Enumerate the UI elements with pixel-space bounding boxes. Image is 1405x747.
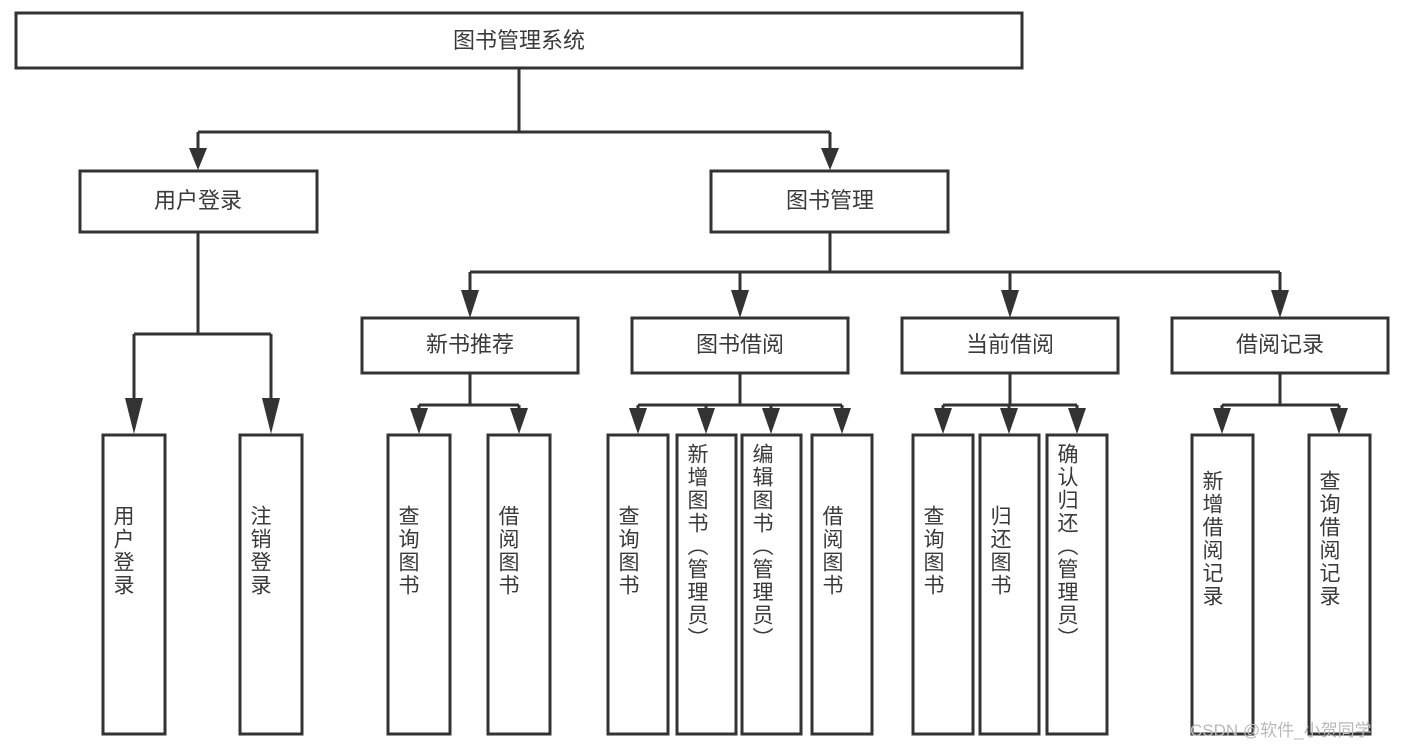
node-leaf-edit-book-box[interactable] xyxy=(740,433,803,736)
arrowhead-book-borrow xyxy=(731,290,749,318)
arrowhead-leaf-confirm-return xyxy=(1068,408,1086,434)
node-root-box[interactable] xyxy=(14,11,1024,70)
node-book-borrow-label: 图书借阅 xyxy=(696,332,784,357)
arrowhead-leaf-user-login xyxy=(125,398,143,434)
arrowhead-leaf-add-book xyxy=(697,408,715,434)
arrowhead-leaf-add-record xyxy=(1213,408,1231,434)
arrowhead-borrow-record xyxy=(1271,290,1289,318)
node-root[interactable]: 图书管理系统 xyxy=(14,11,1024,70)
arrowhead-book-manage xyxy=(821,148,839,170)
node-new-book-rec-box[interactable] xyxy=(360,316,580,375)
node-book-manage-label: 图书管理 xyxy=(786,188,874,213)
connector-group-borrow-record xyxy=(1213,373,1348,434)
connector-group-current-borrow xyxy=(934,373,1086,434)
node-current-borrow-box[interactable] xyxy=(900,316,1120,375)
node-book-manage[interactable]: 图书管理 xyxy=(709,169,950,234)
arrowhead-leaf-query-book-2 xyxy=(629,408,647,434)
node-borrow-record-label: 借阅记录 xyxy=(1236,332,1324,357)
csdn-watermark: CSDN @软件_小贺同学 xyxy=(1190,721,1372,740)
node-leaf-user-login-box[interactable] xyxy=(101,433,167,736)
connector-group-root xyxy=(189,68,839,170)
node-leaf-logout-box[interactable] xyxy=(238,433,304,736)
node-new-book-rec-label: 新书推荐 xyxy=(426,332,514,357)
arrowhead-leaf-query-book-1 xyxy=(410,408,428,434)
arrowhead-leaf-return-book xyxy=(1000,408,1018,434)
node-user-login[interactable]: 用户登录 xyxy=(78,169,319,234)
node-book-borrow[interactable]: 图书借阅 xyxy=(630,316,850,375)
connector-group-book-borrow xyxy=(629,373,851,434)
arrowhead-leaf-query-book-3 xyxy=(934,408,952,434)
connector-group-book-manage xyxy=(461,232,1289,318)
node-leaf-add-book-box[interactable] xyxy=(675,433,738,736)
arrowhead-leaf-borrow-book-2 xyxy=(833,408,851,434)
node-leaf-add-record-box[interactable] xyxy=(1190,433,1255,736)
node-leaf-query-book-3-box[interactable] xyxy=(911,433,975,736)
node-borrow-record[interactable]: 借阅记录 xyxy=(1170,316,1390,375)
arrowhead-new-book-rec xyxy=(461,290,479,318)
node-book-borrow-box[interactable] xyxy=(630,316,850,375)
arrowhead-leaf-logout xyxy=(262,398,280,434)
node-leaf-query-record-box[interactable] xyxy=(1307,433,1372,736)
node-user-login-label: 用户登录 xyxy=(154,188,242,213)
node-leaf-query-book-1-box[interactable] xyxy=(386,433,452,736)
node-leaf-borrow-book-1-box[interactable] xyxy=(486,433,552,736)
arrowhead-user-login xyxy=(189,148,207,170)
node-current-borrow[interactable]: 当前借阅 xyxy=(900,316,1120,375)
node-current-borrow-label: 当前借阅 xyxy=(966,332,1054,357)
arrowhead-leaf-edit-book xyxy=(762,408,780,434)
connector-group-new-book-rec xyxy=(410,373,528,434)
leaf-boxes xyxy=(101,433,1372,736)
node-user-login-box[interactable] xyxy=(78,169,319,234)
arrowhead-leaf-borrow-book-1 xyxy=(510,408,528,434)
arrowhead-current-borrow xyxy=(1001,290,1019,318)
node-leaf-return-book-box[interactable] xyxy=(978,433,1041,736)
connector-group-user-login xyxy=(125,232,280,434)
node-leaf-borrow-book-2-box[interactable] xyxy=(810,433,874,736)
node-new-book-rec[interactable]: 新书推荐 xyxy=(360,316,580,375)
node-borrow-record-box[interactable] xyxy=(1170,316,1390,375)
node-leaf-query-book-2-box[interactable] xyxy=(606,433,670,736)
node-book-manage-box[interactable] xyxy=(709,169,950,234)
arrowhead-leaf-query-record xyxy=(1330,408,1348,434)
node-root-label: 图书管理系统 xyxy=(453,28,585,53)
node-leaf-confirm-return-box[interactable] xyxy=(1045,433,1109,736)
